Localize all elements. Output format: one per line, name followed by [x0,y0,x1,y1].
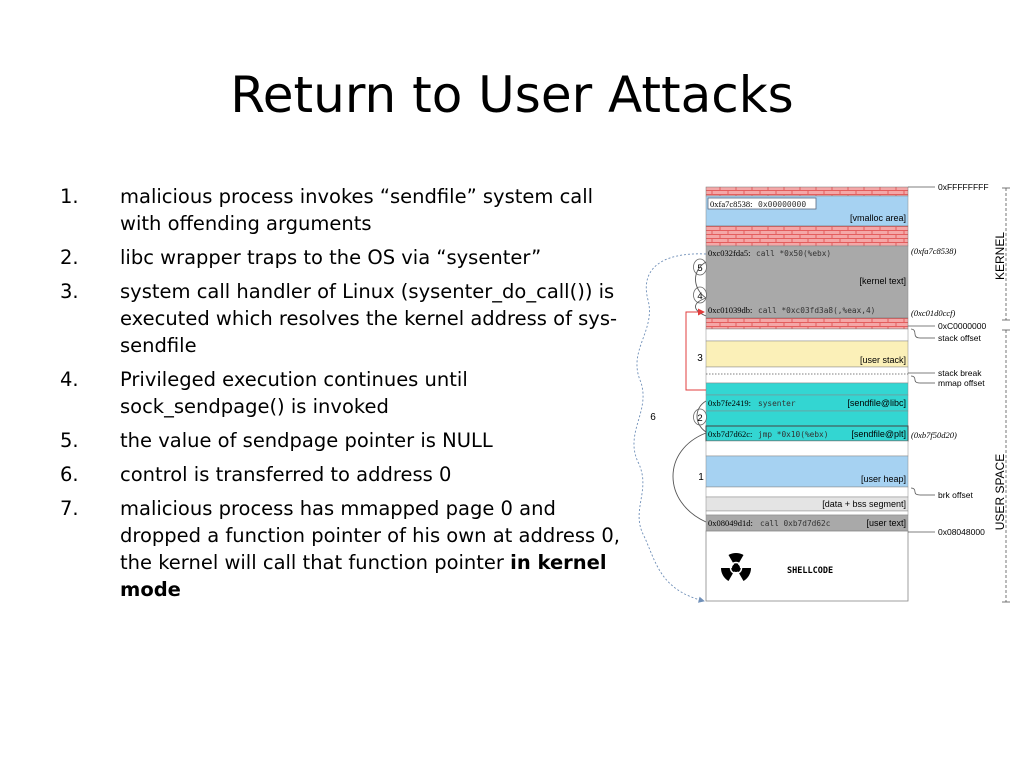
libc-block-middle [705,410,909,427]
list-item-number: 2. [60,246,79,269]
sysenter-code: sysenter [758,399,796,408]
page-zero-block [705,530,909,602]
kernel-text-code-1: call *0x50(%ebx) [756,249,831,258]
vmalloc-code: 0x00000000 [758,200,806,209]
list-item: 3. system call handler of Linux (sysenter… [60,278,635,359]
list-item: 1. malicious process invokes “sendfile” s… [60,183,635,237]
shellcode-label: SHELLCODE [787,566,833,576]
slide-title: Return to User Attacks [230,66,794,124]
user-text-address: 0x08049d1d: [708,518,753,528]
brace-stack-offset [910,328,921,339]
gap-above-user-text [705,510,909,516]
user-space-region-label: USER SPACE [993,454,1007,530]
user-text-code: call 0xb7d7d62c [760,519,831,528]
user-text-label: [user text] [866,518,906,528]
arrow-step-3-red [685,308,706,391]
sendfile-plt-label: [sendfile@plt] [851,429,906,439]
list-item-text: control is transferred to address 0 [120,463,452,486]
list-item: 5. the value of sendpage pointer is NULL [60,427,635,454]
kernel-text-address-2: 0xc01039db: [708,305,752,315]
label-kernel-boundary: 0xC0000000 [938,321,986,331]
user-heap-label: [user heap] [861,474,906,484]
svg-text:5: 5 [697,263,702,274]
radiation-icon [721,552,751,581]
memory-layout-diagram: 0xfa7c8538: 0x00000000 [vmalloc area] 0x… [633,182,1010,603]
list-item-text: malicious process has mmapped page 0 and… [120,497,620,574]
list-item-number: 1. [60,185,79,208]
label-mmap-offset: mmap offset [938,378,985,388]
kernel-region-label: KERNEL [993,232,1007,280]
kernel-text-block [705,245,909,319]
kernel-mode-emphasis: in kernel mode [120,551,607,601]
kernel-text-address-1: 0xc032fda5: [708,248,751,258]
gap-below-plt [705,440,909,457]
arrow-step-5 [695,261,707,299]
stack-offset-gap [705,328,909,342]
step-marker-1: 1 [698,472,704,483]
kernel-text-code-2: call *0xc03fd3a8(,%eax,4) [758,306,875,315]
user-heap-block [705,455,909,488]
brk-offset-gap [705,486,909,498]
brace-mmap-offset [910,375,921,384]
unmapped-region-boundary [705,317,909,330]
label-user-text-base: 0x08048000 [938,527,985,537]
arrow-step-2 [696,400,707,433]
sysenter-address: 0xb7fe2419: [708,398,751,408]
list-item-number: 7. [60,497,79,520]
mmap-offset-gap [705,366,909,384]
plt-code: jmp *0x10(%ebx) [758,430,828,439]
list-item: 7. malicious process has mmapped page 0 a… [60,495,635,603]
svg-text:4: 4 [697,291,702,302]
step-marker-2: 2 [693,408,707,426]
data-bss-label: [data + bss segment] [822,499,906,509]
unmapped-region-top [705,186,909,197]
vmalloc-label: [vmalloc area] [850,213,906,223]
list-item-number: 6. [60,463,79,486]
user-stack-label: [user stack] [860,355,906,365]
attack-steps-list: 1. malicious process invokes “sendfile” s… [60,183,635,610]
annotation-vmalloc-pointer: (0xfa7c8538) [911,246,956,256]
sendfile-libc-label: [sendfile@libc] [847,398,906,408]
label-top-address: 0xFFFFFFFF [938,182,989,192]
label-brk-offset: brk offset [938,490,973,500]
list-item-text: libc wrapper traps to the OS via “sysent… [120,246,542,269]
list-item: 6. control is transferred to address 0 [60,461,635,488]
list-item-number: 4. [60,368,79,391]
vmalloc-address: 0xfa7c8538: [710,199,753,209]
list-item-text: system call handler of Linux (sysenter_d… [120,280,618,357]
annotation-plt-target: (0xb7f50d20) [911,430,957,440]
arrow-step-1 [672,432,707,523]
svg-text:2: 2 [697,413,702,424]
brace-brk-offset [910,487,921,496]
list-item-text: the value of sendpage pointer is NULL [120,429,493,452]
annotation-syscall-table: (0xc01d0ccf) [911,308,956,318]
list-item-text: malicious process invokes “sendfile” sys… [120,185,594,235]
libc-block-top [705,382,909,396]
kernel-text-label: [kernel text] [859,276,906,286]
label-stack-offset: stack offset [938,333,981,343]
plt-address: 0xb7d7d62c: [708,429,752,439]
list-item: 4. Privileged execution continues until s… [60,366,635,420]
list-item-number: 5. [60,429,79,452]
arrow-step-6-dotted [633,253,707,603]
label-stack-break: stack break [938,368,982,378]
unmapped-region-kernel [705,225,909,247]
step-marker-3: 3 [697,353,703,364]
list-item-text: Privileged execution continues until soc… [120,368,468,418]
list-item-number: 3. [60,280,79,303]
step-marker-6: 6 [650,412,656,423]
list-item: 2. libc wrapper traps to the OS via “syse… [60,244,635,271]
vmalloc-address-box [707,197,817,210]
